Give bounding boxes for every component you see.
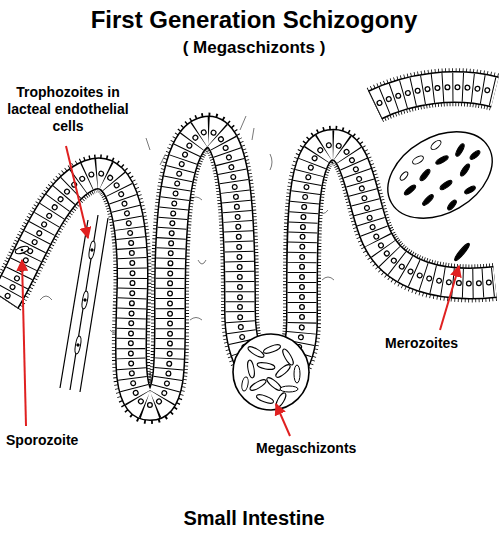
lamina-propria <box>270 154 272 170</box>
merozoite-cluster <box>399 139 443 182</box>
epithelium <box>375 87 495 105</box>
merozoite-cluster <box>464 185 477 195</box>
leader-line <box>22 260 26 426</box>
lamina-propria <box>322 277 334 280</box>
lamina-propria <box>160 155 165 165</box>
trophozoite <box>77 344 79 346</box>
epithelium <box>375 87 495 105</box>
caption: Small Intestine <box>4 506 500 530</box>
merozoite-cluster <box>373 114 500 262</box>
merozoite-cluster <box>469 149 481 161</box>
merozoite-cluster <box>403 184 417 197</box>
epithelium <box>375 87 495 105</box>
trophozoite <box>74 336 82 355</box>
megaschizont <box>256 393 275 405</box>
part-label: Sporozoite <box>6 432 78 449</box>
merozoite-cluster <box>453 242 471 262</box>
merozoite-cluster <box>435 154 450 165</box>
title: First Generation Schizogony <box>4 6 500 35</box>
merozoite-cluster <box>429 139 442 151</box>
lamina-propria <box>252 128 254 140</box>
megaschizont <box>274 363 292 379</box>
trophozoite <box>88 241 96 260</box>
epithelium <box>375 87 495 105</box>
megaschizont <box>241 377 249 392</box>
merozoite-cluster <box>403 143 481 212</box>
megaschizont <box>233 334 309 410</box>
lacteal <box>60 215 108 392</box>
merozoite-cluster <box>446 199 458 211</box>
merozoite-cluster <box>411 154 424 165</box>
lamina-propria <box>146 138 150 150</box>
megaschizont <box>246 360 255 379</box>
trophozoite <box>91 249 93 251</box>
merozoite-cluster <box>419 168 432 182</box>
leader-line <box>276 404 290 436</box>
leader-line <box>440 266 459 330</box>
leader-line <box>22 146 459 436</box>
megaschizont <box>257 361 276 370</box>
megaschizont <box>280 386 298 392</box>
sporozoite <box>21 249 24 252</box>
lamina-propria <box>198 260 206 264</box>
epithelium <box>375 87 495 105</box>
trophozoite <box>84 299 86 301</box>
part-label: Merozoites <box>385 335 458 352</box>
leader-line <box>66 146 88 238</box>
lamina-propria <box>190 318 202 321</box>
epithelium <box>375 87 495 105</box>
merozoite-cluster <box>421 193 434 206</box>
megaschizont <box>281 348 295 367</box>
trophozoite <box>81 291 89 310</box>
part-label: Trophozoites in lacteal endothelial cell… <box>4 84 132 134</box>
subtitle: ( Megaschizonts ) <box>4 38 500 58</box>
lamina-propria <box>40 296 52 300</box>
part-label: Megaschizonts <box>256 440 356 457</box>
megaschizont <box>294 365 300 383</box>
lamina-propria <box>240 116 246 130</box>
merozoite-cluster <box>399 171 409 182</box>
sporozoite <box>14 245 29 255</box>
megaschizont <box>233 334 309 410</box>
merozoite-cluster <box>373 114 500 236</box>
megaschizont <box>241 343 300 408</box>
megaschizont <box>263 343 282 355</box>
megaschizont <box>247 345 266 359</box>
sporozoite <box>14 245 29 255</box>
trophozoite <box>74 241 96 355</box>
merozoite-cluster <box>439 179 453 191</box>
merozoite-cluster <box>459 163 471 177</box>
merozoite-cluster <box>454 143 465 158</box>
megaschizont <box>249 378 268 392</box>
